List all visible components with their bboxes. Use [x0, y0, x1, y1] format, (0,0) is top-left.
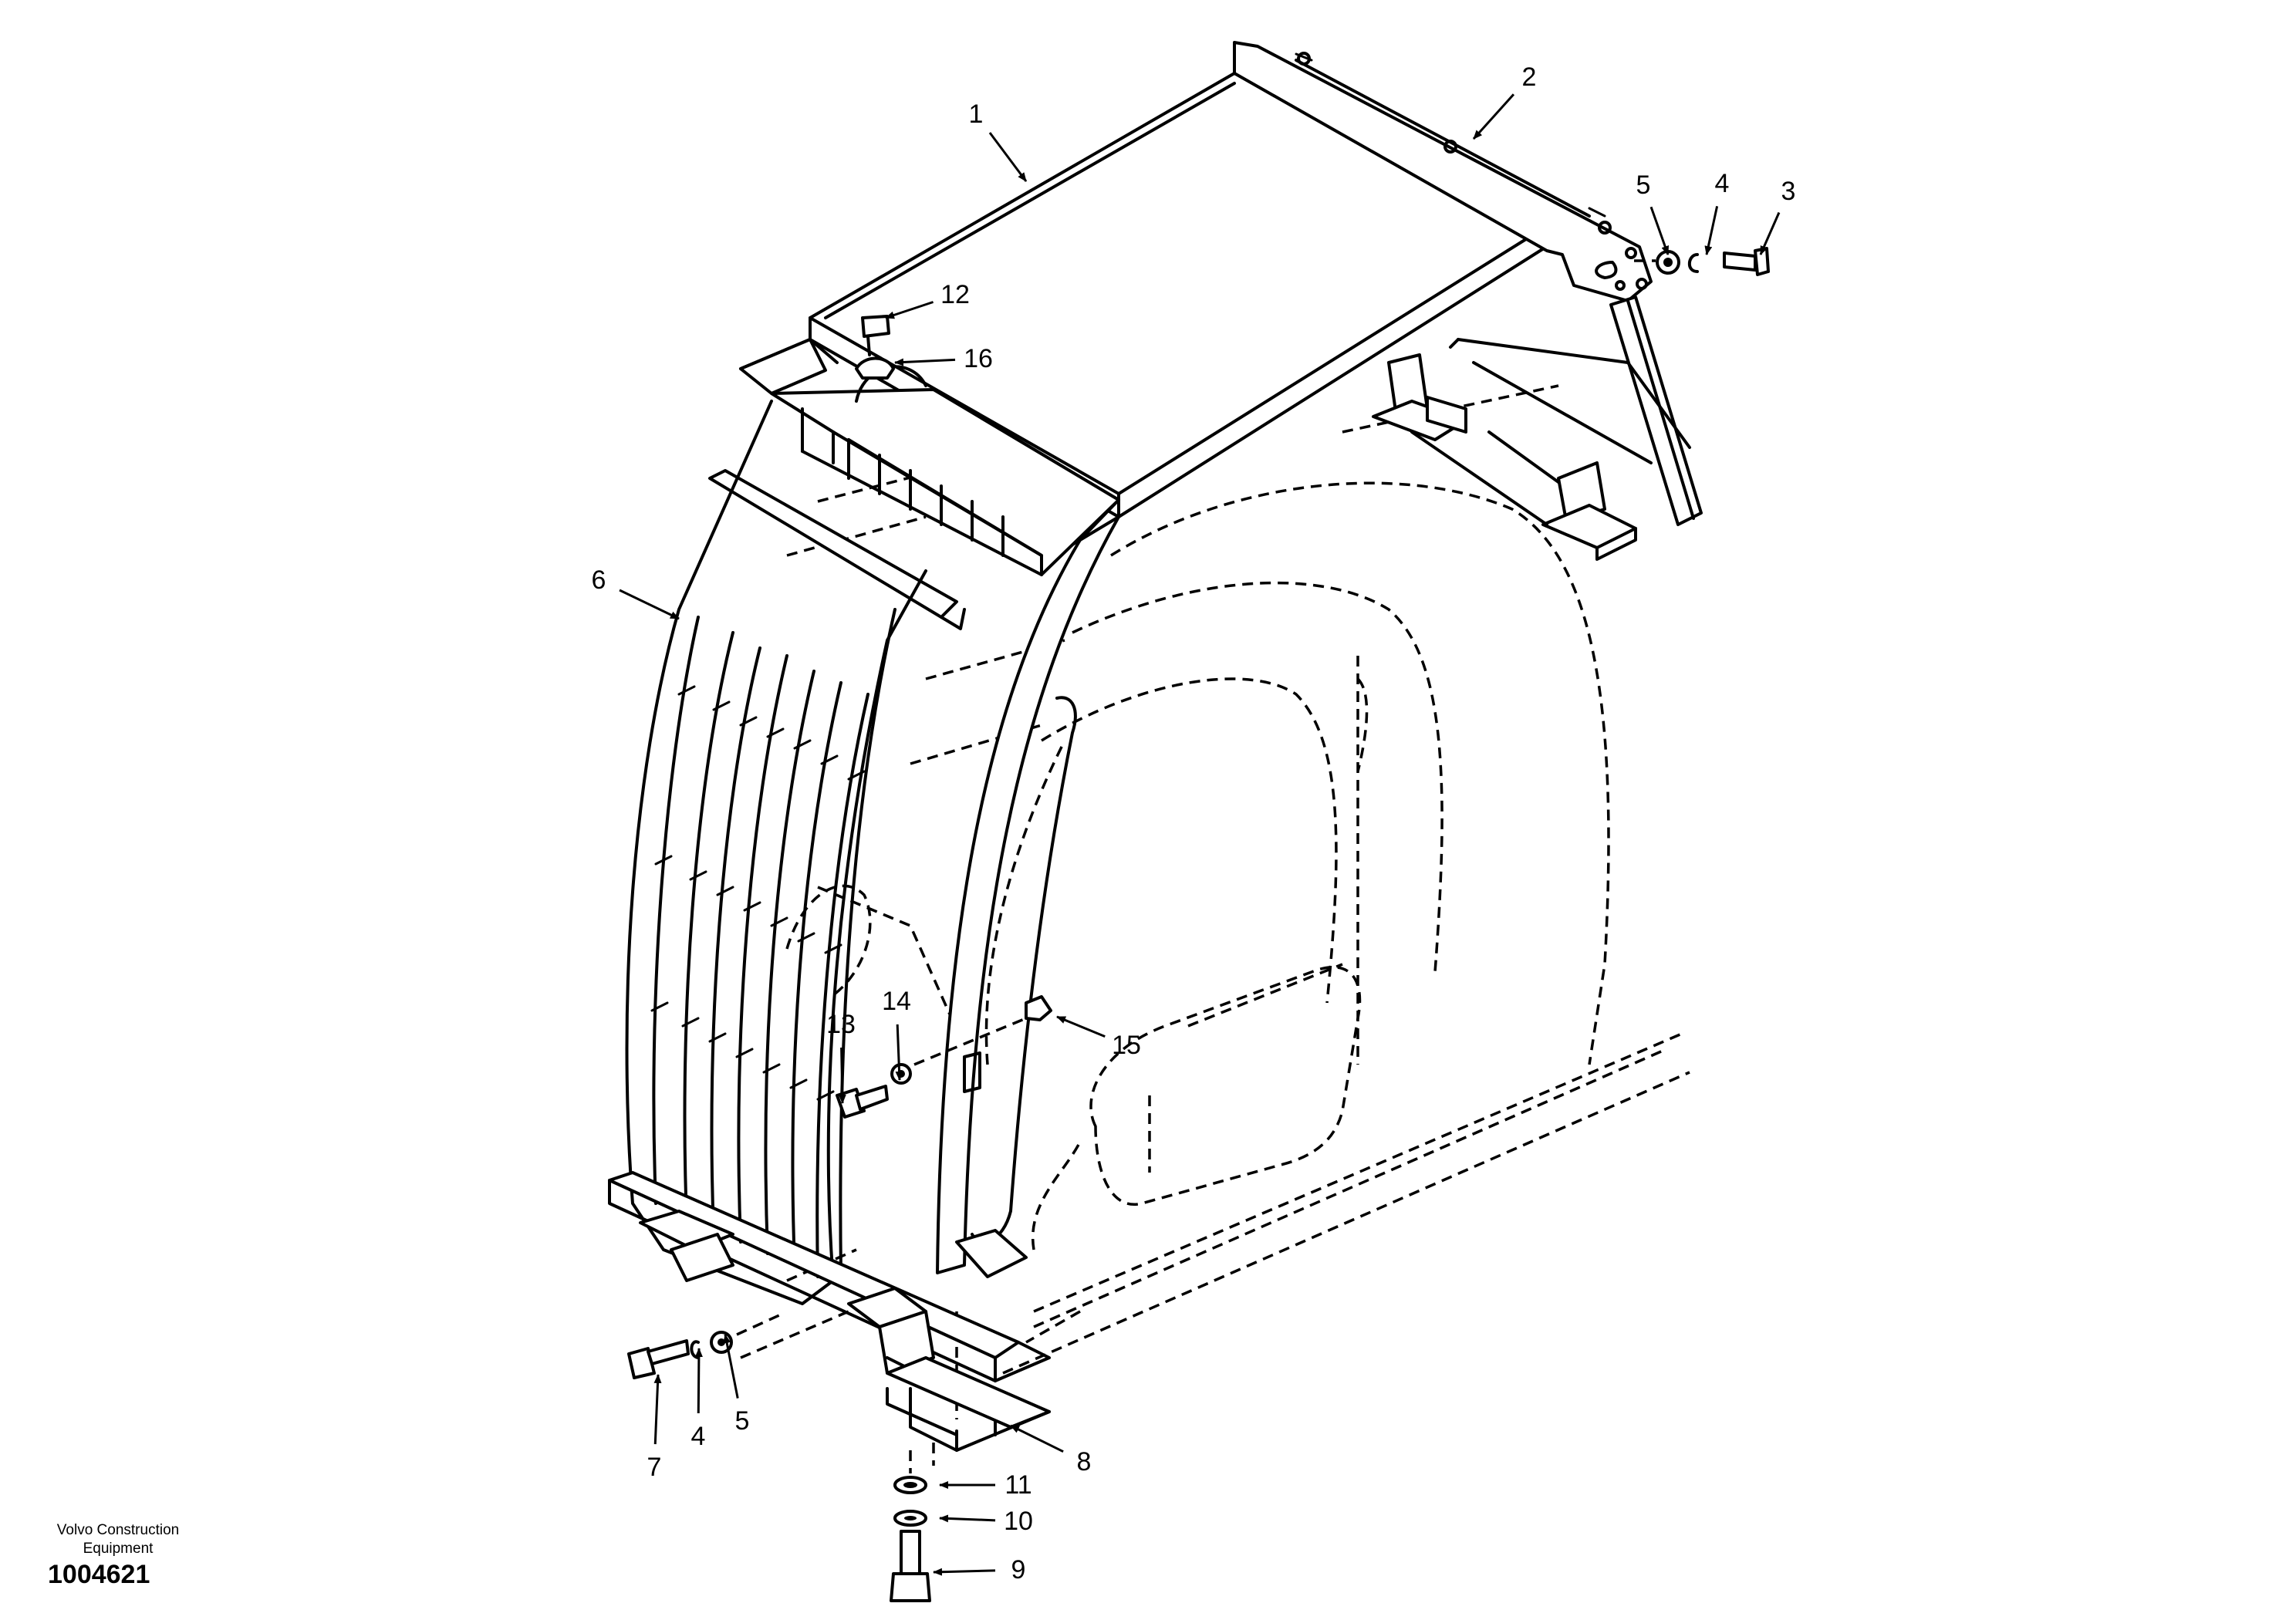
hardware-bottom-left: [627, 1314, 780, 1379]
callout-c12: 12: [885, 280, 970, 319]
callout-number-c4: 4: [1715, 169, 1730, 198]
callout-number-c12: 12: [940, 280, 970, 309]
callout-number-c1: 1: [969, 100, 984, 129]
callout-number-c13: 13: [826, 1010, 856, 1039]
callout-c2: 2: [1472, 62, 1537, 140]
hardware-top-right: [1634, 247, 1770, 276]
callout-leader-c5: [1649, 206, 1670, 255]
callout-c10: 10: [939, 1507, 1033, 1536]
callout-number-c16: 16: [964, 344, 993, 373]
callout-leader-c12: [885, 301, 934, 319]
callout-number-c2: 2: [1522, 62, 1537, 92]
hardware-side-post: [836, 995, 1052, 1119]
callout-number-c8: 8: [1077, 1447, 1092, 1477]
callout-c4b: 4: [691, 1348, 706, 1451]
front-vent-box: [739, 338, 1120, 576]
callout-c6: 6: [592, 565, 680, 620]
callout-c15: 15: [1056, 1015, 1141, 1060]
callout-c14: 14: [882, 987, 911, 1081]
hardware-top-vent: [855, 315, 895, 380]
document-number: 1004621: [48, 1560, 150, 1589]
rear-mounting-bracket: [1233, 41, 1653, 302]
callout-leader-c4: [1704, 205, 1719, 255]
callout-leader-c14: [895, 1024, 903, 1081]
rear-support-legs: [1372, 295, 1703, 561]
base-rail: [608, 1171, 1051, 1452]
side-post: [936, 515, 1120, 1278]
callout-leader-c5b: [723, 1334, 739, 1399]
callout-c16: 16: [894, 344, 993, 373]
callout-leader-c6: [619, 589, 680, 620]
callout-c1: 1: [969, 100, 1028, 182]
publisher-line-1: Volvo Construction: [56, 1522, 180, 1538]
callout-number-c15: 15: [1112, 1031, 1141, 1060]
callout-leader-c1: [988, 132, 1028, 182]
callout-number-c5: 5: [1636, 170, 1651, 200]
callout-number-c3: 3: [1781, 177, 1796, 206]
callout-c7: 7: [647, 1374, 662, 1482]
callout-number-c4b: 4: [691, 1422, 706, 1451]
callout-c8: 8: [1010, 1424, 1092, 1477]
callout-c5b: 5: [723, 1334, 750, 1436]
callout-number-c9: 9: [1011, 1555, 1026, 1585]
callout-leader-c9: [933, 1568, 996, 1576]
callout-leader-c2: [1472, 93, 1515, 140]
callout-c5: 5: [1636, 170, 1670, 255]
callout-leader-c8: [1010, 1424, 1064, 1453]
callout-leader-c7: [653, 1374, 662, 1445]
publisher-line-2: Equipment: [83, 1541, 154, 1557]
callout-number-c6: 6: [592, 565, 606, 595]
callout-number-c10: 10: [1004, 1507, 1033, 1536]
callout-leader-c4b: [694, 1348, 703, 1414]
callout-c4: 4: [1704, 169, 1730, 255]
callout-leader-c10: [939, 1514, 996, 1523]
callout-leader-c3: [1759, 211, 1781, 255]
callout-number-c5b: 5: [735, 1406, 750, 1436]
callout-number-c11: 11: [1004, 1470, 1032, 1500]
callout-leader-c15: [1056, 1015, 1106, 1038]
callout-number-c14: 14: [882, 987, 911, 1016]
callout-c13: 13: [826, 1010, 856, 1104]
front-guard-bars: [625, 400, 966, 1305]
hardware-bottom-center: [890, 1450, 931, 1602]
callout-leader-c16: [894, 358, 956, 366]
publisher-credit: Volvo Construction Equipment: [37, 1521, 199, 1558]
callout-number-c7: 7: [647, 1453, 662, 1482]
callout-c11: 11: [939, 1470, 1032, 1500]
callout-c9: 9: [933, 1555, 1026, 1585]
callout-c3: 3: [1759, 177, 1796, 255]
